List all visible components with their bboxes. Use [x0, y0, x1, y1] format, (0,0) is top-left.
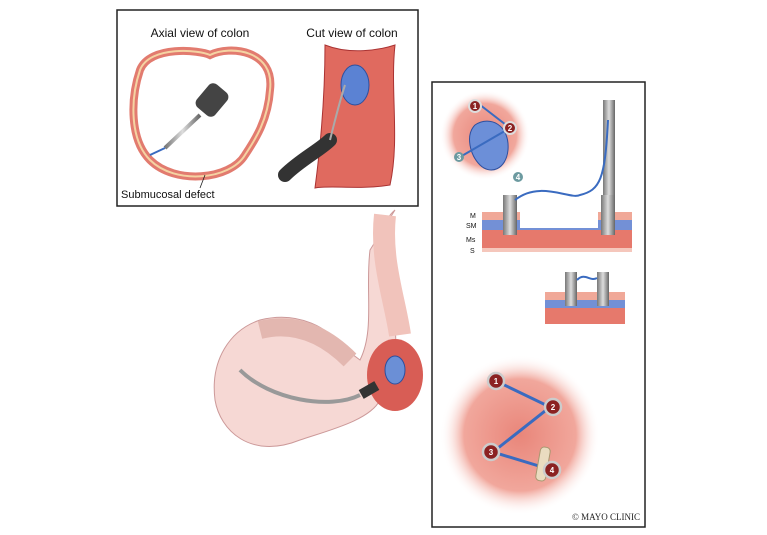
copyright-credit: © MAYO CLINIC — [572, 512, 640, 522]
cut-view-title: Cut view of colon — [306, 26, 397, 40]
anchor-1: 1 — [494, 377, 499, 386]
endoscope-tip — [195, 83, 229, 117]
procedure-panel: M SM Ms S 1 2 3 4 1 2 — [431, 81, 646, 528]
endoscope — [358, 381, 380, 399]
layer-label-sm: SM — [466, 223, 477, 230]
submucosal-defect-label: Submucosal defect — [121, 189, 215, 201]
cut-colon — [314, 44, 396, 189]
anchor-2-small: 2 — [508, 124, 513, 133]
suture-line — [489, 379, 553, 472]
layer-label-ms: Ms — [466, 237, 476, 244]
defect-mesh — [469, 120, 509, 171]
anchor-3-small: 3 — [457, 153, 462, 162]
anchor-3: 3 — [489, 448, 494, 457]
anchor-1-small: 1 — [473, 102, 478, 111]
closed-cross-section — [545, 272, 625, 324]
tissue-cross-section — [482, 100, 632, 252]
anchor-4: 4 — [550, 466, 555, 475]
layer-label-s: S — [470, 248, 475, 255]
colon-overview — [213, 209, 423, 447]
mesh-patch — [384, 355, 406, 385]
cut-mesh-patch — [340, 64, 370, 106]
anchor-2: 2 — [551, 403, 556, 412]
cut-endoscope — [278, 133, 337, 182]
anchor-markers: 1 2 3 4 1 2 3 4 — [454, 99, 563, 480]
axial-view-title: Axial view of colon — [151, 26, 250, 40]
anchor-4-small: 4 — [516, 173, 521, 182]
layer-label-m: M — [470, 213, 476, 220]
inset-panel: Axial view of colon Cut view of colon Su… — [116, 9, 419, 207]
